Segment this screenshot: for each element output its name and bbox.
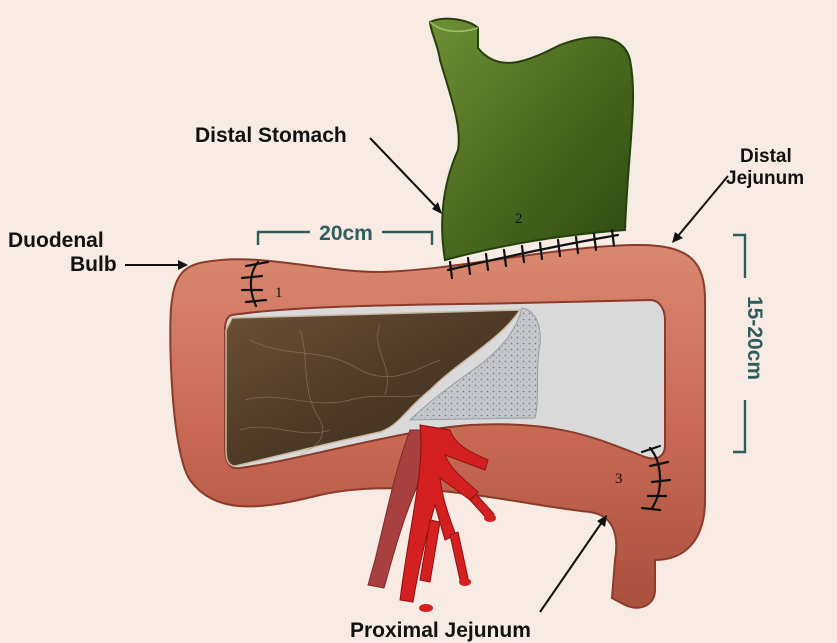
label-distal-stomach: Distal Stomach (195, 124, 347, 147)
label-proximal-jejunum: Proximal Jejunum (350, 619, 531, 642)
dimension-20cm-label: 20cm (319, 222, 373, 245)
distal-stomach (430, 19, 633, 260)
anastomosis-number-3: 3 (615, 471, 623, 487)
arrow-distal-stomach (370, 138, 437, 208)
anastomosis-number-2: 2 (515, 211, 523, 227)
label-duodenal-bulb-line1: Duodenal (8, 229, 104, 252)
dimension-20cm: 20cm (258, 222, 432, 245)
anastomosis-number-1: 1 (275, 285, 283, 301)
dimension-15-20cm: 15-20cm (733, 235, 766, 452)
dimension-15-20cm-label: 15-20cm (743, 296, 766, 380)
label-distal-jejunum-line1: Distal (740, 146, 792, 167)
arrow-proximal-jejunum (540, 522, 602, 612)
arrow-distal-jejunum (678, 176, 728, 236)
label-distal-jejunum-line2: Jejunum (726, 168, 804, 189)
label-duodenal-bulb-line2: Bulb (70, 253, 117, 276)
arrow-head-distal-jejunum (672, 232, 683, 243)
